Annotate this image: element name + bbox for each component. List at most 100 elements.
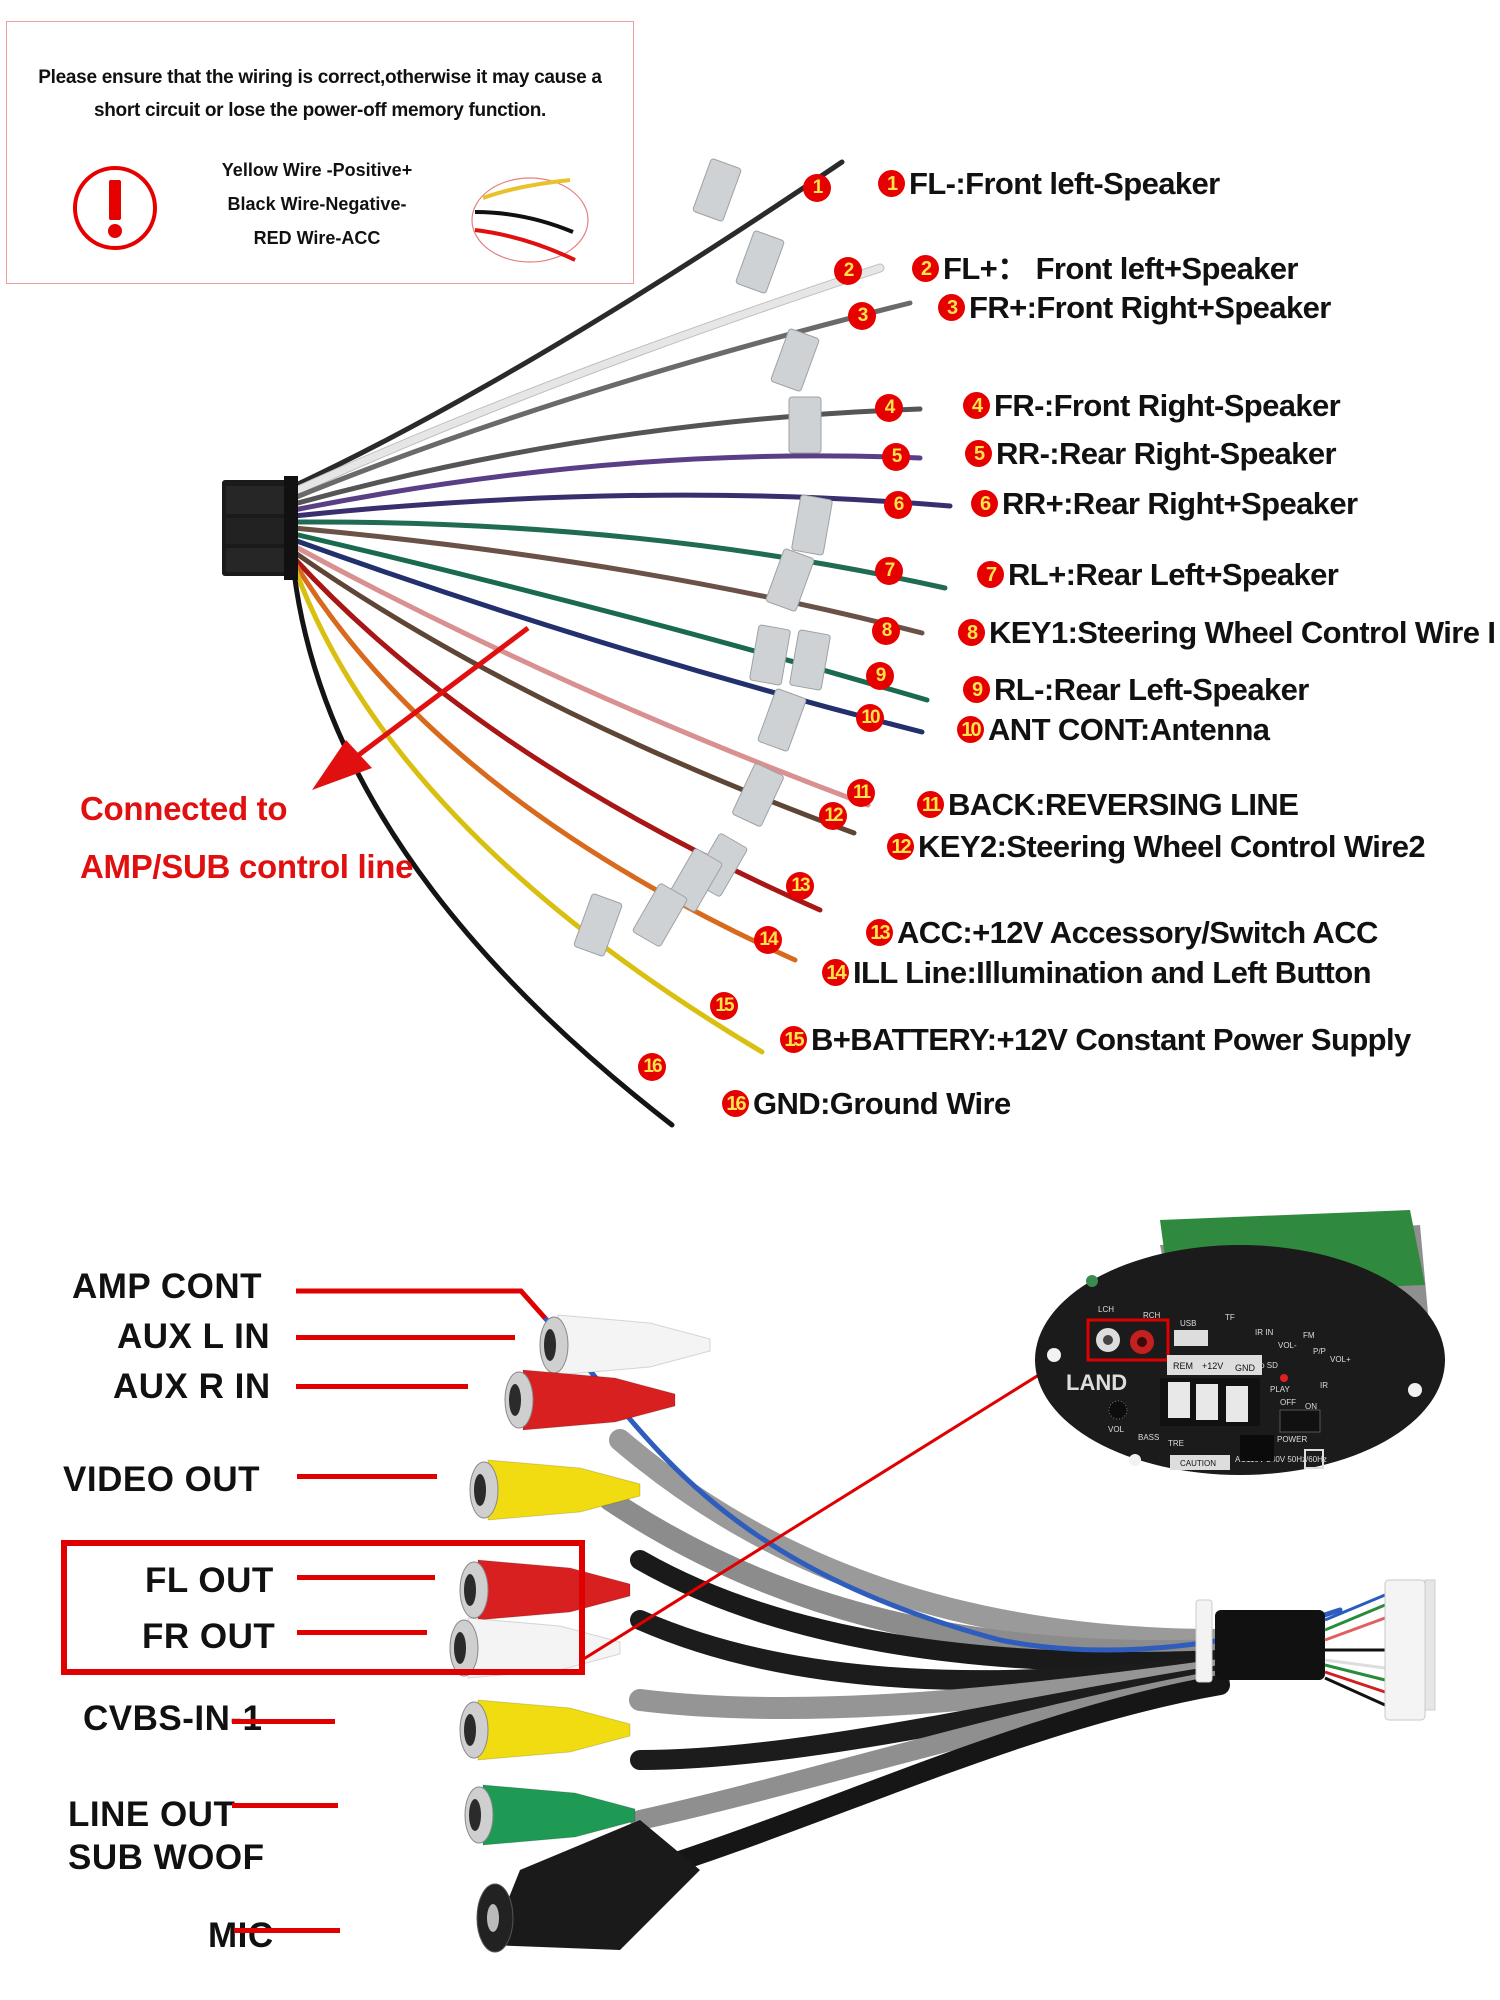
multi-pin-plug <box>1384 1579 1426 1721</box>
wire-tag-12 <box>632 883 688 947</box>
wire-end-badge-15: 15 <box>710 992 738 1020</box>
leader-line-cvbs-in-1 <box>232 1719 335 1724</box>
warning-text-line2: short circuit or lose the power-off memo… <box>93 100 547 121</box>
wire-end-badge-11: 11 <box>847 779 875 807</box>
svg-text:FM: FM <box>1303 1331 1315 1340</box>
wire-label-text: FR+:Front Right+Speaker <box>969 290 1331 325</box>
wire-number-badge: 3 <box>938 294 965 321</box>
leader-line-sub-woof <box>232 1803 338 1808</box>
line-out-plug <box>464 1784 636 1846</box>
svg-text:ON: ON <box>1305 1402 1317 1411</box>
wire-10 <box>291 537 925 735</box>
warning-text-line1: Please ensure that the wiring is correct… <box>38 67 602 88</box>
wire-number-badge: 15 <box>780 1026 807 1053</box>
fl-fr-out-highlight-box <box>61 1540 585 1675</box>
wire-number-badge: 6 <box>971 490 998 517</box>
wire-number-badge: 12 <box>887 833 914 860</box>
svg-text:IR IN: IR IN <box>1255 1328 1273 1337</box>
wire-tag-3 <box>788 396 822 454</box>
rca-input-highlight <box>1086 1318 1170 1362</box>
svg-text:USB: USB <box>1180 1319 1196 1328</box>
wire-tag-4 <box>791 494 833 556</box>
wire-number-badge: 4 <box>963 392 990 419</box>
mic-jack-plug <box>476 1820 700 1953</box>
wire-tag-9 <box>732 763 784 827</box>
wire-end-badge-4: 4 <box>875 394 903 422</box>
subwoofer-amplifier-board: LCH RCH USB TF IR IN Micro SD FM VOL- P/… <box>1035 1210 1445 1475</box>
wire-tag-8 <box>757 688 807 752</box>
output-wires-to-plug <box>1324 1593 1386 1707</box>
wire-label-text: KEY1:Steering Wheel Control Wire I <box>989 615 1496 650</box>
wire-tag-0 <box>692 158 742 222</box>
wire-end-badge-13: 13 <box>786 872 814 900</box>
amp-brand-logo: LAND <box>1066 1370 1127 1395</box>
amp-sub-pointer-arrow <box>312 626 530 790</box>
wire-end-badge-6: 6 <box>884 491 912 519</box>
svg-text:IR: IR <box>1320 1381 1328 1390</box>
wire-16 <box>291 569 675 1128</box>
wire-5 <box>291 453 923 513</box>
wire-label-text: FL-:Front left-Speaker <box>909 166 1220 201</box>
svg-text:TRE: TRE <box>1168 1439 1184 1448</box>
harness-connector <box>222 476 298 580</box>
wire-number-badge: 9 <box>963 676 990 703</box>
wire-label-text: FR-:Front Right-Speaker <box>994 388 1341 423</box>
wire-tag-5 <box>765 548 815 612</box>
fl-out-plug <box>459 1559 631 1621</box>
legend-black-wire: Black Wire-Negative- <box>227 194 407 214</box>
wire-end-badge-5: 5 <box>882 443 910 471</box>
wire-label-text: RR+:Rear Right+Speaker <box>1002 486 1358 521</box>
svg-text:VOL+: VOL+ <box>1330 1355 1351 1364</box>
wire-label-text: ANT CONT:Antenna <box>988 712 1270 747</box>
leader-line-fl-out <box>297 1575 435 1580</box>
amp-sub-note-line2: AMP/SUB control line <box>80 848 414 885</box>
cvbs-in-1-plug <box>459 1699 631 1761</box>
wire-number-badge: 14 <box>822 959 849 986</box>
wire-end-badge-1: 1 <box>803 174 831 202</box>
wire-label-text: ILL Line:Illumination and Left Button <box>853 955 1372 990</box>
wire-number-badge: 13 <box>866 919 893 946</box>
wire-harness-diagram <box>222 158 953 1128</box>
wire-label-text: GND:Ground Wire <box>753 1086 1011 1121</box>
wire-label-text: FL+： Front left+Speaker <box>943 251 1298 286</box>
svg-text:VOL-: VOL- <box>1278 1341 1297 1350</box>
leader-line-mic <box>234 1928 340 1933</box>
rch-label: RCH <box>1143 1311 1161 1320</box>
wire-number-badge: 7 <box>977 561 1004 588</box>
aux-r-in-plug <box>504 1369 676 1431</box>
rca-label-fl-out: FL OUT <box>145 1561 274 1600</box>
wire-number-badge: 16 <box>722 1090 749 1117</box>
svg-text:OFF: OFF <box>1280 1398 1296 1407</box>
wire-2 <box>290 264 884 496</box>
ac-power-socket <box>1240 1435 1274 1461</box>
svg-text:PLAY: PLAY <box>1270 1385 1291 1394</box>
wire-number-badge: 2 <box>912 255 939 282</box>
rca-label-fr-out: FR OUT <box>142 1617 276 1656</box>
wire-3 <box>291 300 913 501</box>
wire-8 <box>291 525 925 636</box>
wire-11 <box>291 543 871 808</box>
rca-label-mic: MIC <box>208 1916 274 1955</box>
wire-label-text: RL+:Rear Left+Speaker <box>1008 557 1339 592</box>
wire-9 <box>291 531 930 703</box>
lch-label: LCH <box>1098 1305 1114 1314</box>
wire-end-badge-16: 16 <box>638 1053 666 1081</box>
svg-text:TF: TF <box>1225 1313 1235 1322</box>
wire-end-badge-10: 10 <box>856 704 884 732</box>
svg-text:+12V: +12V <box>1202 1361 1223 1371</box>
wire-tag-1 <box>735 230 785 294</box>
leader-line-fr-out <box>297 1630 427 1635</box>
wiring-warning-box: Please ensure that the wiring is correct… <box>6 21 634 284</box>
svg-text:REM: REM <box>1173 1361 1193 1371</box>
wire-end-badge-8: 8 <box>872 617 900 645</box>
heat-shrink-sleeve <box>1215 1610 1325 1680</box>
svg-text:AC110V-240V 50Hz/60Hz: AC110V-240V 50Hz/60Hz <box>1235 1455 1327 1464</box>
